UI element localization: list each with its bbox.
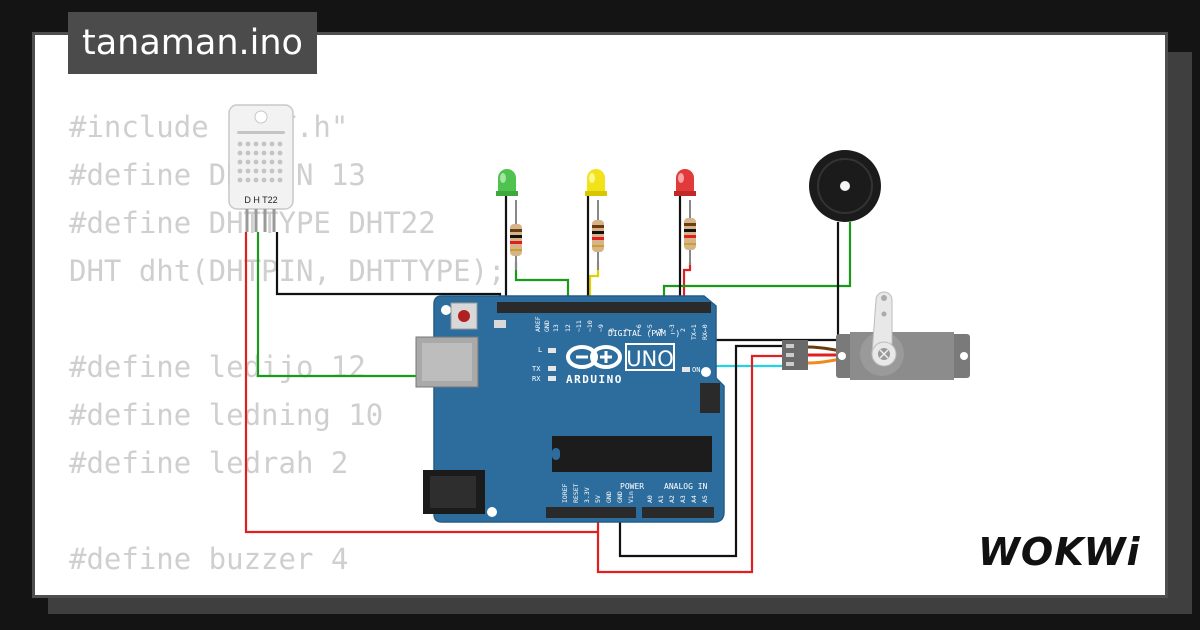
power-pin-label: IOREF [561, 483, 569, 503]
code-line: #define DHTTYPE DHT22 [69, 206, 436, 240]
wire-servo-gnd [618, 344, 784, 558]
board-brand: ARDUINO [566, 373, 623, 386]
atmega-chip [552, 436, 712, 472]
pin-label: ~3 [668, 324, 676, 332]
digital-label: DIGITAL (PWM ~) [608, 329, 680, 338]
servo-connector [782, 340, 808, 370]
pin-label: ~9 [597, 324, 605, 332]
wire-led-green [514, 262, 570, 308]
pin-label: 12 [564, 324, 572, 332]
power-pin-label: GND [616, 491, 624, 503]
pin-label: 2 [679, 328, 687, 332]
digital-header [497, 302, 711, 313]
analog-pin-label: A3 [679, 495, 687, 503]
power-header [546, 507, 636, 518]
file-name-tab: tanaman.ino [68, 12, 317, 74]
power-pin-label: Vin [627, 491, 635, 503]
analog-pin-label: A1 [657, 495, 665, 503]
power-pin-label: 5V [594, 495, 602, 503]
analog-pin-label: A0 [646, 495, 654, 503]
analog-header [642, 507, 714, 518]
resistor-yellow [592, 200, 604, 270]
led-green[interactable] [496, 169, 518, 196]
power-pin-label: RESET [572, 483, 580, 503]
dht22-sensor[interactable]: D H T22 [228, 104, 294, 232]
pin-label: ~10 [586, 320, 594, 332]
power-pin-label: 3.3V [583, 487, 591, 503]
pin-label: 4 [657, 328, 665, 332]
pin-label: TX→1 [690, 324, 698, 340]
arduino-uno-board[interactable]: UNO ARDUINO DIGITAL (PWM ~) POWER ANALOG… [415, 295, 725, 523]
led-l-label: L [538, 346, 542, 354]
pin-label: 7 [624, 328, 632, 332]
pin-label: ~6 [635, 324, 643, 332]
led-rx-label: RX [532, 375, 541, 383]
pin-label: 8 [608, 328, 616, 332]
wokwi-logo: WOKWi [978, 530, 1141, 574]
led-on-label: ON [692, 366, 700, 374]
wire-led-red [682, 262, 692, 308]
wire-dht-vcc [244, 232, 600, 534]
resistor-red [684, 200, 696, 265]
arduino-logo [566, 345, 622, 369]
code-line: #define buzzer 4 [69, 542, 349, 576]
code-line: #define ledijo 12 [69, 350, 366, 384]
resistor-green [510, 200, 522, 270]
pin-label: ~5 [646, 324, 654, 332]
led-tx-label: TX [532, 365, 541, 373]
dht22-label: D H T22 [244, 195, 277, 205]
code-line: #define ledrah 2 [69, 446, 349, 480]
board-model: UNO [626, 347, 674, 371]
code-line: #define ledning 10 [69, 398, 384, 432]
power-pin-label: GND [605, 491, 613, 503]
pin-label-aref: AREF [534, 316, 542, 332]
analog-pin-label: A5 [701, 495, 709, 503]
reset-button[interactable] [458, 310, 470, 322]
pin-label-gnd: GND [543, 320, 551, 332]
analog-pin-label: A4 [690, 495, 698, 503]
pin-label: 13 [552, 324, 560, 332]
power-label: POWER [620, 482, 644, 491]
wire-servo-vcc [596, 354, 784, 574]
led-yellow[interactable] [585, 169, 607, 196]
pin-label: ~11 [575, 320, 583, 332]
analog-label: ANALOG IN [664, 482, 708, 491]
buzzer[interactable] [809, 150, 881, 222]
pin-label: RX←0 [701, 324, 709, 340]
led-red[interactable] [674, 169, 696, 196]
code-line: DHT dht(DHTPIN, DHTTYPE); [69, 254, 506, 288]
analog-pin-label: A2 [668, 495, 676, 503]
servo-motor[interactable] [782, 291, 970, 380]
